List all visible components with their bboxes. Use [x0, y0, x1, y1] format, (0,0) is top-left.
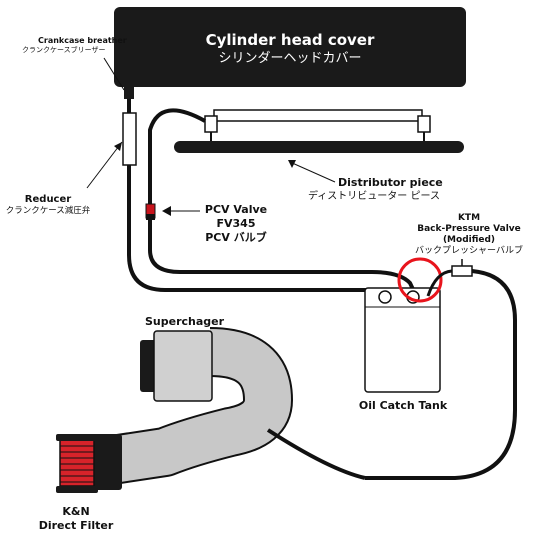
pointer-distributor-head: [288, 160, 296, 168]
kn-filter-cap-top: [56, 434, 98, 441]
reducer-label: Reducer: [24, 194, 72, 205]
reducer-label-jp: クランクケース減圧弁: [5, 206, 91, 216]
pcv-valve-cap: [146, 214, 155, 220]
duct-extension: [266, 428, 366, 480]
kn-filter-coupler: [92, 434, 122, 490]
hose-ktm-duct: [365, 269, 517, 480]
pcv-valve-line3: PCV バルブ: [205, 231, 267, 244]
distributor-tube: [213, 109, 423, 122]
oil-catch-tank-body: [364, 287, 441, 393]
supercharger-housing: [153, 330, 213, 402]
oil-catch-tank-label: Oil Catch Tank: [358, 399, 448, 412]
cylinder-head-cover: [114, 7, 466, 87]
reducer-body: [122, 112, 137, 166]
head-cover-title: Cylinder head cover: [205, 31, 375, 49]
distributor-piece-label: Distributor piece: [338, 176, 443, 189]
ktm-valve-line1: KTM: [457, 213, 481, 223]
kn-filter-line1: K&N: [62, 505, 90, 518]
crankcase-breather-label: Crankcase breather: [38, 36, 127, 45]
pointer-reducer-head: [114, 142, 122, 151]
distributor-piece-bar: [174, 141, 464, 153]
pointer-pcv-head: [162, 206, 171, 216]
supercharger-label: Superchager: [145, 315, 225, 328]
kn-filter-cap-bottom: [56, 486, 98, 493]
pointer-breather: [103, 57, 125, 91]
crankcase-breather-label-jp: クランクケースブリーザー: [22, 46, 106, 54]
hose-tank-ktm: [426, 269, 453, 297]
pointer-distributor: [289, 161, 336, 183]
distributor-fitting-left: [204, 115, 218, 133]
ktm-valve-line3: (Modified): [442, 235, 496, 245]
pointer-reducer: [86, 141, 123, 189]
kn-filter-line2: Direct Filter: [38, 519, 114, 532]
kn-filter-pleats: [60, 445, 94, 483]
pcv-valve-line2: FV345: [216, 217, 256, 230]
kn-filter-element: [59, 439, 95, 487]
distributor-fitting-right: [417, 115, 431, 133]
distributor-piece-label-jp: ディストリビューター ピース: [308, 191, 440, 202]
hose-distributor-pcv-tank: [148, 108, 420, 301]
pcv-valve-line1: PCV Valve: [204, 203, 268, 216]
highlight-circle: [397, 257, 443, 303]
ktm-valve-body: [451, 265, 473, 277]
supercharger-duct-fill: [108, 329, 291, 483]
ktm-valve-line4: バックプレッシャーバルブ: [415, 246, 523, 256]
head-cover-title-jp: シリンダーヘッドカバー: [218, 51, 362, 66]
breather-fitting: [124, 87, 134, 99]
tank-port-left: [378, 290, 392, 304]
ktm-valve-line2: Back-Pressure Valve: [417, 224, 521, 234]
